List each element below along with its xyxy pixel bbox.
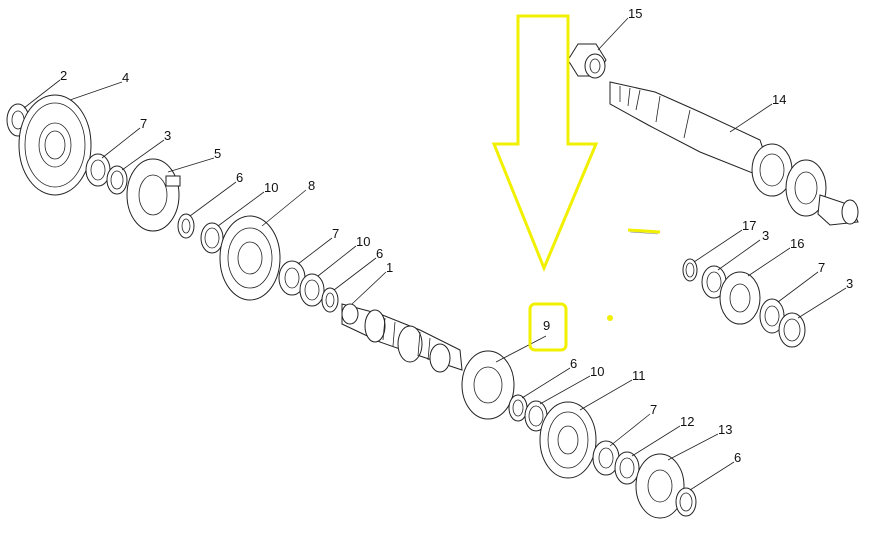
callout-14[interactable]: 14 [772, 92, 786, 107]
callout-1[interactable]: 1 [386, 260, 393, 275]
part-12-washer[interactable] [614, 451, 640, 485]
callout-3[interactable]: 3 [762, 228, 769, 243]
part-9-gear[interactable] [461, 350, 515, 420]
callout-8[interactable]: 8 [308, 178, 315, 193]
part-13-gear[interactable] [635, 453, 685, 519]
callout-10[interactable]: 10 [264, 180, 278, 195]
highlight-box-part-9[interactable] [528, 302, 568, 352]
callout-17[interactable]: 17 [742, 218, 756, 233]
part-6-circlip-bottom[interactable] [675, 487, 697, 517]
callout-6[interactable]: 6 [376, 246, 383, 261]
part-6-circlip-lower[interactable] [508, 394, 528, 422]
part-6-circlip-mid[interactable] [321, 287, 339, 313]
part-10-washer-left[interactable] [200, 222, 224, 254]
part-5-dog-gear[interactable] [126, 158, 181, 232]
part-4-gear-large[interactable] [18, 94, 92, 196]
part-3-washer-right-a[interactable] [701, 265, 727, 299]
leader-lines [23, 17, 847, 491]
part-1-main-shaft[interactable] [341, 303, 463, 373]
part-10-washer-mid[interactable] [299, 273, 325, 307]
part-11-gear[interactable] [539, 401, 597, 479]
part-15-nut[interactable] [567, 43, 607, 79]
callout-12[interactable]: 12 [680, 414, 694, 429]
callout-9[interactable]: 9 [543, 318, 550, 333]
callout-7[interactable]: 7 [332, 226, 339, 241]
part-17-circlip[interactable] [682, 258, 698, 282]
callout-7[interactable]: 7 [818, 260, 825, 275]
callout-10[interactable]: 10 [356, 234, 370, 249]
center-mark-dot [607, 315, 613, 321]
highlight-arrow [491, 14, 599, 272]
callout-16[interactable]: 16 [790, 236, 804, 251]
callout-11[interactable]: 11 [632, 368, 646, 383]
callout-6[interactable]: 6 [570, 356, 577, 371]
callout-6[interactable]: 6 [236, 170, 243, 185]
callout-10[interactable]: 10 [590, 364, 604, 379]
callout-3[interactable]: 3 [846, 276, 853, 291]
callout-2[interactable]: 2 [60, 68, 67, 83]
callout-13[interactable]: 13 [718, 422, 732, 437]
part-6-circlip-left[interactable] [177, 213, 195, 239]
part-3-washer-right-b[interactable] [778, 312, 806, 348]
part-3-washer-left[interactable] [106, 165, 128, 195]
callout-4[interactable]: 4 [122, 70, 129, 85]
callout-7[interactable]: 7 [140, 116, 147, 131]
center-mark-dash [627, 228, 661, 235]
part-16-gear[interactable] [719, 271, 761, 325]
part-7-bearing-mid[interactable] [278, 260, 306, 296]
callout-15[interactable]: 15 [628, 6, 642, 21]
part-14-shaft[interactable] [609, 81, 859, 226]
callout-7[interactable]: 7 [650, 402, 657, 417]
callout-3[interactable]: 3 [164, 128, 171, 143]
part-7-bearing-left[interactable] [85, 153, 111, 187]
callout-6[interactable]: 6 [734, 450, 741, 465]
part-8-gear[interactable] [219, 215, 281, 301]
callout-5[interactable]: 5 [214, 146, 221, 161]
callout-labels: 2 4 7 3 5 6 10 8 7 10 6 1 9 6 10 11 7 12… [60, 6, 853, 465]
